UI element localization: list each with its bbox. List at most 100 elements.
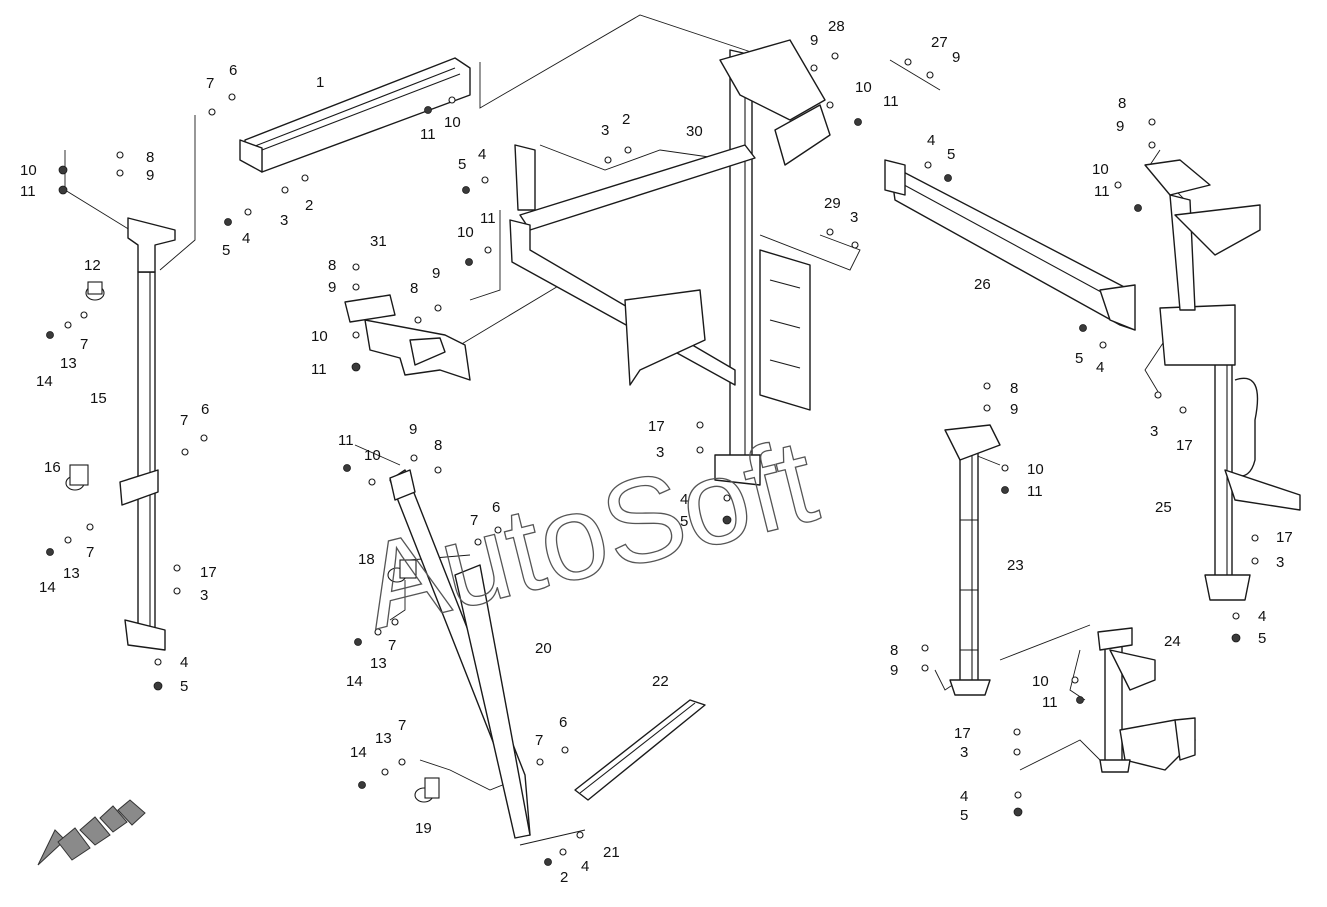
callout-8-f: 8 <box>890 642 898 659</box>
leader-lines <box>64 14 1186 846</box>
callout-31: 31 <box>370 233 387 250</box>
callout-13-d: 13 <box>375 730 392 747</box>
callout-9-h: 9 <box>890 662 898 679</box>
callout-3-d: 3 <box>850 209 858 226</box>
callout-7-c: 7 <box>180 412 188 429</box>
callout-23: 23 <box>1007 557 1024 574</box>
callout-21: 21 <box>603 844 620 861</box>
callout-2: 2 <box>305 197 313 214</box>
callout-5-e: 5 <box>1075 350 1083 367</box>
post-15 <box>119 217 176 651</box>
callout-6-b: 6 <box>201 401 209 418</box>
callout-15: 15 <box>90 390 107 407</box>
callout-4-g: 4 <box>960 788 968 805</box>
callout-11-d: 11 <box>311 361 327 378</box>
callout-11-e: 11 <box>883 93 899 110</box>
callout-4-b: 4 <box>478 146 486 163</box>
callout-13-c: 13 <box>370 655 387 672</box>
callout-14-c: 14 <box>346 673 363 690</box>
callout-28: 28 <box>828 18 845 35</box>
callout-3: 3 <box>280 212 288 229</box>
callout-16: 16 <box>44 459 61 476</box>
callout-13-b: 13 <box>63 565 80 582</box>
callout-3-f: 3 <box>1276 554 1284 571</box>
callout-10-f: 10 <box>1092 161 1109 178</box>
post-23 <box>944 424 1001 696</box>
post-25 <box>1144 159 1301 601</box>
callout-3-h: 3 <box>656 444 664 461</box>
callout-7: 7 <box>206 75 214 92</box>
callout-17-b: 17 <box>1176 437 1193 454</box>
callout-4-h: 4 <box>680 491 688 508</box>
callout-25: 25 <box>1155 499 1172 516</box>
callout-5-d: 5 <box>947 146 955 163</box>
callout-17-c: 17 <box>1276 529 1293 546</box>
callout-5: 5 <box>222 242 230 259</box>
callout-8-e: 8 <box>1010 380 1018 397</box>
callout-6-c: 6 <box>492 499 500 516</box>
callout-5-c: 5 <box>180 678 188 695</box>
callout-9-b: 9 <box>328 279 336 296</box>
callout-6: 6 <box>229 62 237 79</box>
callout-5-f: 5 <box>1258 630 1266 647</box>
strut-20 <box>389 469 531 839</box>
callout-10-d: 10 <box>311 328 328 345</box>
callout-10-e: 10 <box>855 79 872 96</box>
callout-11-g: 11 <box>1027 483 1043 500</box>
callout-11-c: 11 <box>480 210 496 227</box>
callout-2-c: 2 <box>560 869 568 886</box>
callout-8: 8 <box>146 149 154 166</box>
callout-6-d: 6 <box>559 714 567 731</box>
callout-10-h: 10 <box>1032 673 1049 690</box>
front-direction-arrow-icon <box>37 799 146 866</box>
hardware <box>46 52 1259 866</box>
tube-22 <box>574 699 706 801</box>
callout-1: 1 <box>316 74 324 91</box>
callout-7-h: 7 <box>535 732 543 749</box>
callout-2-b: 2 <box>622 111 630 128</box>
callout-3-b: 3 <box>601 122 609 139</box>
callout-8-c: 8 <box>410 280 418 297</box>
callout-9-i: 9 <box>409 421 417 438</box>
beam-1 <box>239 57 471 173</box>
callout-4-f: 4 <box>1258 608 1266 625</box>
callout-4-d: 4 <box>927 132 935 149</box>
callout-7-f: 7 <box>388 637 396 654</box>
callout-3-c: 3 <box>200 587 208 604</box>
callout-17-d: 17 <box>954 725 971 742</box>
callout-10: 10 <box>20 162 37 179</box>
callout-10-i: 10 <box>364 447 381 464</box>
callout-20: 20 <box>535 640 552 657</box>
callout-14: 14 <box>36 373 53 390</box>
callout-10-g: 10 <box>1027 461 1044 478</box>
callout-4-i: 4 <box>581 858 589 875</box>
callout-24: 24 <box>1164 633 1181 650</box>
callout-14-d: 14 <box>350 744 367 761</box>
callout-12: 12 <box>84 257 101 274</box>
post-24 <box>1097 627 1196 773</box>
callout-8-d: 8 <box>1118 95 1126 112</box>
callout-5-g: 5 <box>960 807 968 824</box>
bracket-31 <box>344 294 471 381</box>
callout-5-b: 5 <box>458 156 466 173</box>
pins <box>65 281 440 803</box>
callout-11-h: 11 <box>1042 694 1058 711</box>
callout-3-g: 3 <box>960 744 968 761</box>
callout-7-e: 7 <box>470 512 478 529</box>
callout-13: 13 <box>60 355 77 372</box>
callout-9-f: 9 <box>1116 118 1124 135</box>
callout-4-e: 4 <box>1096 359 1104 376</box>
callout-18: 18 <box>358 551 375 568</box>
callout-7-g: 7 <box>398 717 406 734</box>
callout-4-c: 4 <box>180 654 188 671</box>
callout-9-e: 9 <box>952 49 960 66</box>
callout-17-e: 17 <box>648 418 665 435</box>
callout-labels: 1 2 3 4 5 6 7 8 9 10 11 12 13 14 15 16 1… <box>20 18 1293 886</box>
callout-17: 17 <box>200 564 217 581</box>
watermark-text: AutoSoft <box>349 413 828 654</box>
callout-5-h: 5 <box>680 513 688 530</box>
callout-7-b: 7 <box>80 336 88 353</box>
callout-3-e: 3 <box>1150 423 1158 440</box>
callout-29: 29 <box>824 195 841 212</box>
